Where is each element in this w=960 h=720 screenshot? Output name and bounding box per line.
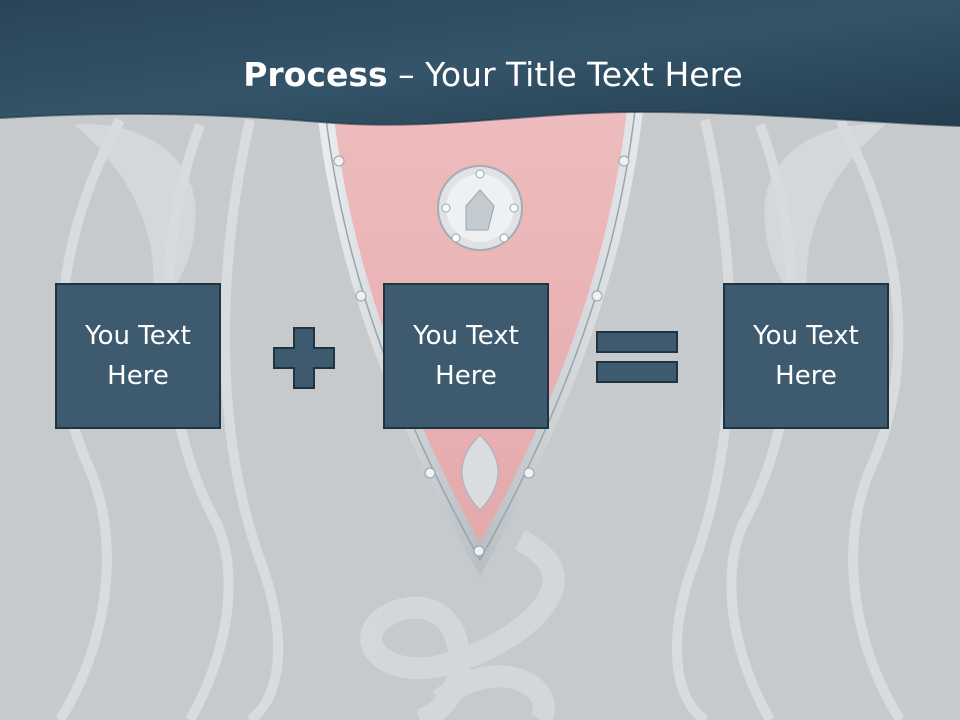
plus-icon <box>273 327 335 389</box>
slide-title-rest: – Your Title Text Here <box>387 55 743 94</box>
equals-icon <box>596 331 678 383</box>
process-box-2-text: You Text Here <box>413 321 519 391</box>
slide-title-bold: Process <box>243 55 388 94</box>
process-box-1[interactable]: You Text Here <box>55 283 221 429</box>
header-band <box>0 0 960 126</box>
process-box-2[interactable]: You Text Here <box>383 283 549 429</box>
process-box-3[interactable]: You Text Here <box>723 283 889 429</box>
right-leaf <box>764 124 885 310</box>
slide-title: Process – Your Title Text Here <box>0 54 960 96</box>
left-leaf <box>75 124 196 310</box>
process-box-1-text: You Text Here <box>85 321 191 391</box>
bottom-knot <box>360 530 565 720</box>
process-box-3-text: You Text Here <box>753 321 859 391</box>
